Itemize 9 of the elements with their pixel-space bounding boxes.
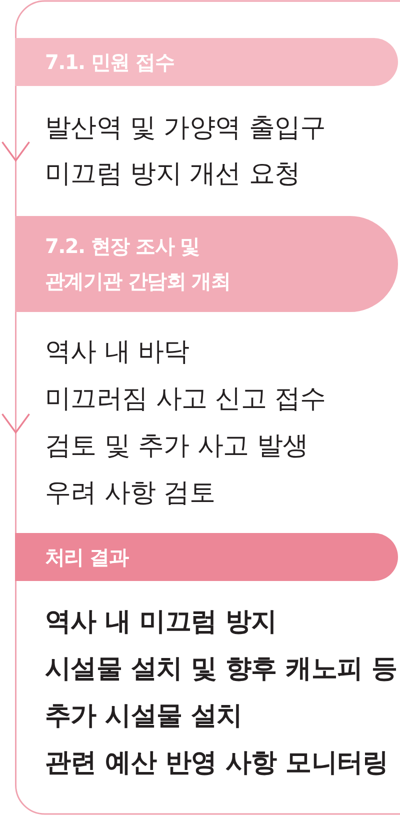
section-heading: 7.1. 민원 접수 (45, 49, 174, 76)
section-heading: 7.2. 현장 조사 및 관계기관 간담회 개최 (45, 233, 230, 295)
section-description: 역사 내 미끄럼 방지 시설물 설치 및 향후 캐노피 등 추가 시설물 설치 관련 예산 반영 사항 모니터링 (45, 606, 398, 780)
section-description: 발산역 및 가양역 출입구 미끄럼 방지 개선 요청 (45, 112, 326, 191)
section-header-bar (15, 533, 398, 581)
section-heading: 처리 결과 (45, 544, 128, 571)
section-header-bar (15, 216, 398, 312)
section-description: 역사 내 바닥 미끄러짐 사고 신고 접수 검토 및 추가 사고 발생 우려 사항 검토 (45, 336, 326, 510)
section-header-bar (15, 38, 398, 86)
